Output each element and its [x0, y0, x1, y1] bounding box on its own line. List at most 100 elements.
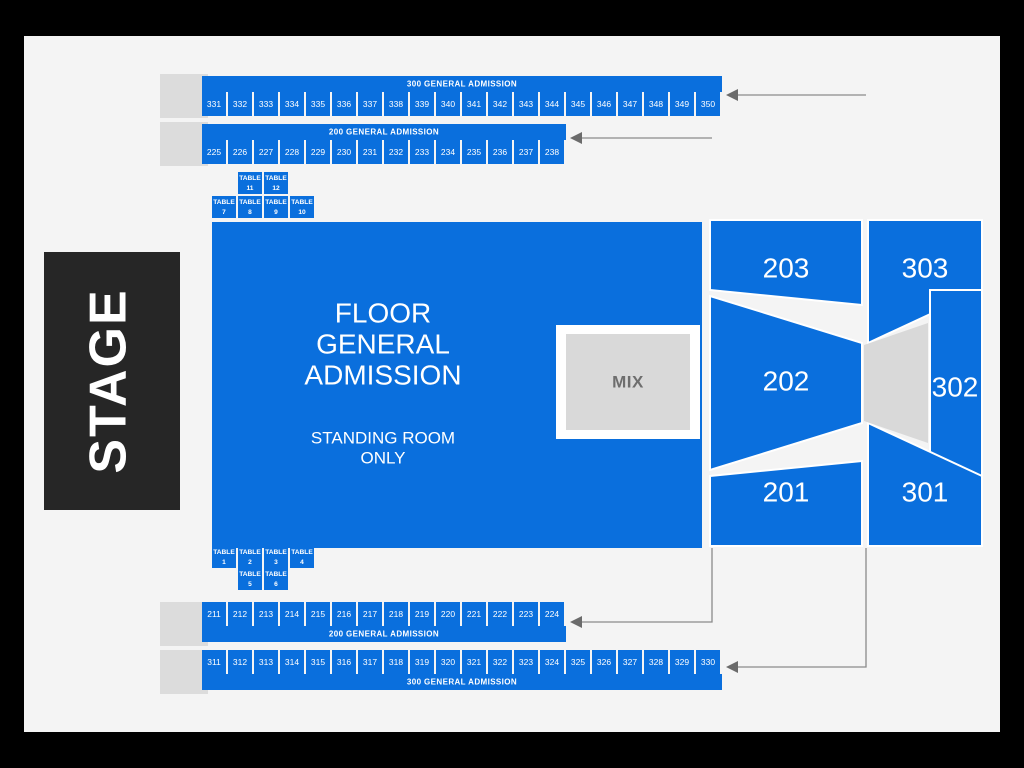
section-202[interactable]: [709, 294, 863, 472]
section-box[interactable]: [514, 602, 538, 626]
section-box[interactable]: [696, 650, 720, 674]
section-301[interactable]: [867, 421, 983, 547]
section-bot300-321[interactable]: 321: [462, 650, 486, 674]
section-box[interactable]: [384, 92, 408, 116]
section-top200-228[interactable]: 228: [280, 140, 304, 164]
section-box[interactable]: [306, 602, 330, 626]
section-top300-350[interactable]: 350: [696, 92, 720, 116]
section-bot200-214[interactable]: 214: [280, 602, 304, 626]
section-bot300-323[interactable]: 323: [514, 650, 538, 674]
table-box[interactable]: [264, 196, 288, 218]
section-box[interactable]: [332, 650, 356, 674]
section-box[interactable]: [202, 140, 226, 164]
section-box[interactable]: [228, 602, 252, 626]
section-box[interactable]: [436, 140, 460, 164]
section-box[interactable]: [254, 92, 278, 116]
section-203[interactable]: [709, 219, 863, 307]
section-box[interactable]: [384, 602, 408, 626]
section-bot300-317[interactable]: 317: [358, 650, 382, 674]
section-box[interactable]: [358, 140, 382, 164]
section-box[interactable]: [202, 92, 226, 116]
section-box[interactable]: [254, 602, 278, 626]
section-top300-343[interactable]: 343: [514, 92, 538, 116]
section-box[interactable]: [410, 92, 434, 116]
table-box[interactable]: [264, 568, 288, 590]
section-bot200-220[interactable]: 220: [436, 602, 460, 626]
section-top300-341[interactable]: 341: [462, 92, 486, 116]
section-top200-234[interactable]: 234: [436, 140, 460, 164]
section-box[interactable]: [618, 92, 642, 116]
section-box[interactable]: [488, 140, 512, 164]
section-top300-334[interactable]: 334: [280, 92, 304, 116]
section-box[interactable]: [358, 602, 382, 626]
section-box[interactable]: [254, 140, 278, 164]
section-top200-235[interactable]: 235: [462, 140, 486, 164]
section-bot200-213[interactable]: 213: [254, 602, 278, 626]
section-top200-231[interactable]: 231: [358, 140, 382, 164]
right-section-block[interactable]: 203 303 202 302 201 301: [709, 219, 983, 547]
section-box[interactable]: [332, 140, 356, 164]
section-top200-233[interactable]: 233: [410, 140, 434, 164]
section-box[interactable]: [332, 602, 356, 626]
table-box[interactable]: [238, 172, 262, 194]
section-top300-348[interactable]: 348: [644, 92, 668, 116]
section-top300-336[interactable]: 336: [332, 92, 356, 116]
section-bot300-314[interactable]: 314: [280, 650, 304, 674]
section-box[interactable]: [384, 650, 408, 674]
section-bot200-211[interactable]: 211: [202, 602, 226, 626]
section-top200-225[interactable]: 225: [202, 140, 226, 164]
section-box[interactable]: [384, 140, 408, 164]
section-box[interactable]: [670, 92, 694, 116]
section-top300-338[interactable]: 338: [384, 92, 408, 116]
section-top300-349[interactable]: 349: [670, 92, 694, 116]
banner-box[interactable]: [202, 124, 566, 140]
section-box[interactable]: [514, 140, 538, 164]
section-bot300-320[interactable]: 320: [436, 650, 460, 674]
section-box[interactable]: [670, 650, 694, 674]
section-bot300-330[interactable]: 330: [696, 650, 720, 674]
section-top200-229[interactable]: 229: [306, 140, 330, 164]
section-bot300-326[interactable]: 326: [592, 650, 616, 674]
section-top300-335[interactable]: 335: [306, 92, 330, 116]
section-bot300-315[interactable]: 315: [306, 650, 330, 674]
banner-200-bottom[interactable]: 200 GENERAL ADMISSION: [202, 626, 566, 642]
section-box[interactable]: [488, 650, 512, 674]
section-box[interactable]: [280, 92, 304, 116]
section-bot200-215[interactable]: 215: [306, 602, 330, 626]
section-top300-339[interactable]: 339: [410, 92, 434, 116]
section-top300-332[interactable]: 332: [228, 92, 252, 116]
section-bot200-223[interactable]: 223: [514, 602, 538, 626]
table-box[interactable]: [264, 546, 288, 568]
section-box[interactable]: [592, 650, 616, 674]
section-bot200-221[interactable]: 221: [462, 602, 486, 626]
banner-300-top[interactable]: 300 GENERAL ADMISSION: [202, 76, 722, 92]
section-box[interactable]: [540, 602, 564, 626]
section-bot200-216[interactable]: 216: [332, 602, 356, 626]
section-box[interactable]: [514, 92, 538, 116]
section-box[interactable]: [228, 140, 252, 164]
section-box[interactable]: [462, 650, 486, 674]
section-box[interactable]: [644, 650, 668, 674]
section-201[interactable]: [709, 459, 863, 547]
section-box[interactable]: [332, 92, 356, 116]
table-box[interactable]: [238, 196, 262, 218]
section-bot200-217[interactable]: 217: [358, 602, 382, 626]
section-box[interactable]: [306, 140, 330, 164]
section-box[interactable]: [592, 92, 616, 116]
section-top200-226[interactable]: 226: [228, 140, 252, 164]
table-box[interactable]: [238, 568, 262, 590]
section-box[interactable]: [488, 602, 512, 626]
table-box[interactable]: [290, 546, 314, 568]
section-top200-227[interactable]: 227: [254, 140, 278, 164]
section-top300-333[interactable]: 333: [254, 92, 278, 116]
section-bot300-319[interactable]: 319: [410, 650, 434, 674]
section-bot300-318[interactable]: 318: [384, 650, 408, 674]
section-top300-346[interactable]: 346: [592, 92, 616, 116]
